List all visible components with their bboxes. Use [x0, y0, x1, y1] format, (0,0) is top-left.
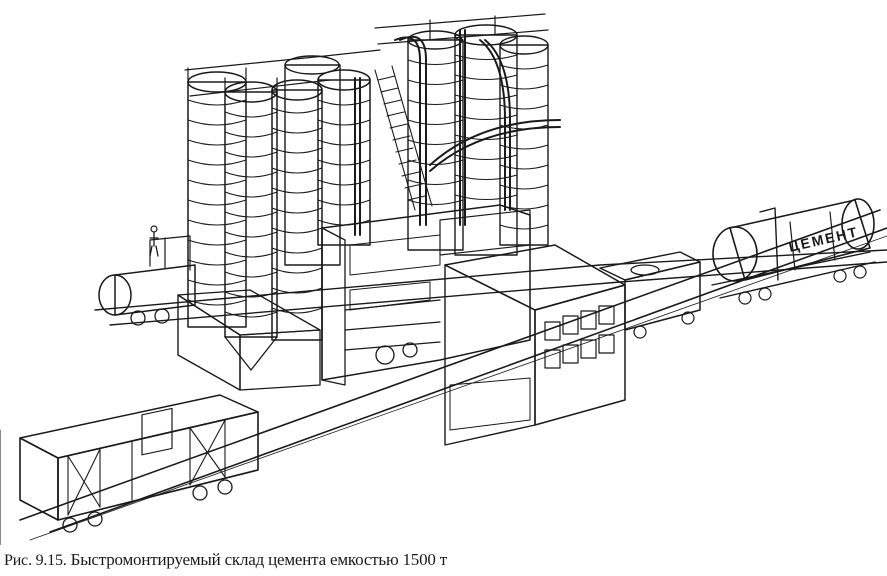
figure-number: Рис. 9.15.	[4, 552, 67, 569]
cement-warehouse-illustration: ЦЕМЕНТ	[0, 13, 887, 545]
silo	[317, 69, 371, 246]
lower-annex	[177, 289, 321, 391]
side-tank-car	[98, 225, 196, 326]
silo	[271, 79, 323, 341]
front-pavilion	[444, 244, 626, 446]
silo-group	[184, 13, 549, 371]
silo	[187, 71, 247, 328]
silo	[407, 30, 464, 251]
tank-lettering: ЦЕМЕНТ	[787, 223, 860, 255]
staircase	[374, 65, 433, 211]
pipework	[354, 29, 561, 236]
central-building	[321, 204, 531, 386]
covered-hopper-wagon	[599, 251, 701, 339]
box-car	[19, 394, 259, 533]
figure-caption: Рис. 9.15. Быстромонтируемый склад цемен…	[4, 548, 884, 572]
caption-text: Быстромонтируемый склад цемента емкостью…	[70, 550, 448, 569]
